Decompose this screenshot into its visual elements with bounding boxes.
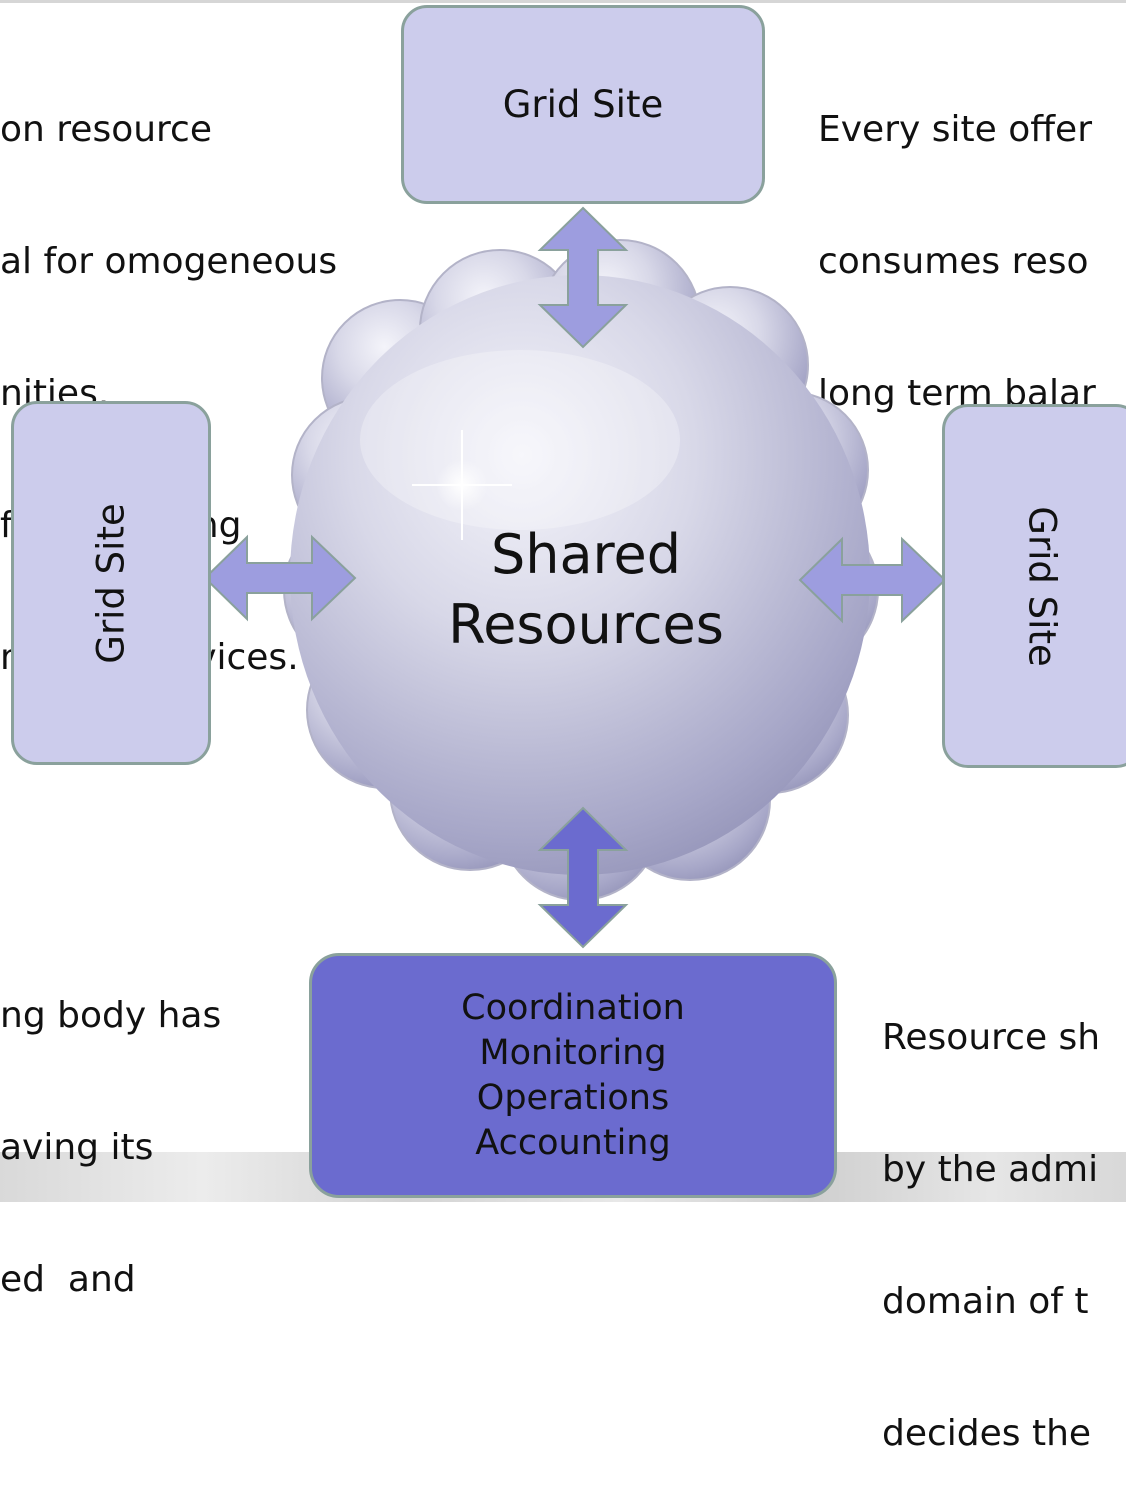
grid-site-label: Grid Site xyxy=(89,502,133,664)
note-line: al for omogeneous xyxy=(0,241,338,282)
double-arrow-bottom xyxy=(537,806,629,949)
note-line: aving its xyxy=(0,1127,154,1168)
note-line: Every site offer xyxy=(818,109,1092,150)
note-line: domain of t xyxy=(882,1281,1089,1322)
double-arrow-top xyxy=(537,206,629,349)
coordination-box: Coordination Monitoring Operations Accou… xyxy=(309,953,837,1198)
grid-site-label: Grid Site xyxy=(1020,505,1064,667)
note-line: ed and xyxy=(0,1259,136,1300)
cloud-label-line: Resources xyxy=(448,593,724,656)
cloud-label-line: Shared xyxy=(490,523,682,586)
coordination-item: Monitoring xyxy=(479,1032,667,1073)
note-line: consumes reso xyxy=(818,241,1089,282)
note-line: decides the xyxy=(882,1413,1092,1454)
coordination-item: Accounting xyxy=(475,1122,671,1163)
diagram-art xyxy=(203,206,947,949)
grid-site-right: Grid Site xyxy=(942,404,1126,768)
grid-site-left: Grid Site xyxy=(11,401,211,765)
note-line: Resource sh xyxy=(882,1017,1101,1058)
sparkle-highlight xyxy=(412,430,512,540)
coordination-item: Operations xyxy=(476,1077,670,1118)
note-line: by the admi xyxy=(882,1149,1099,1190)
note-line: ng body has xyxy=(0,995,222,1036)
shared-resources-label: Shared Resources xyxy=(396,520,776,660)
grid-site-top: Grid Site xyxy=(401,5,765,204)
coordination-item: Coordination xyxy=(461,987,685,1028)
note-line: on resource xyxy=(0,109,212,150)
top-divider xyxy=(0,0,1126,3)
grid-site-label: Grid Site xyxy=(502,83,664,126)
double-arrow-left xyxy=(203,534,357,622)
